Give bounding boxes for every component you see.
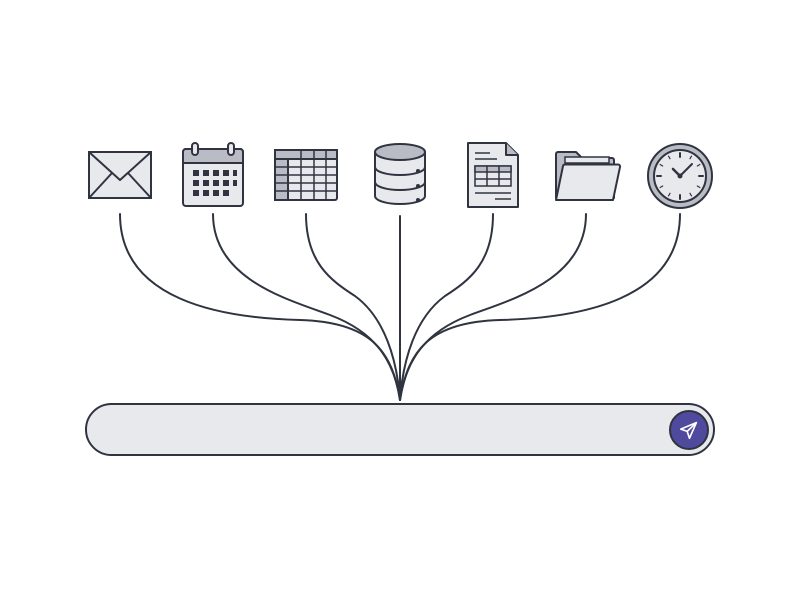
connector-folder (399, 213, 587, 401)
connector-document (399, 213, 494, 401)
prompt-bar (85, 403, 715, 456)
folder-icon (551, 140, 623, 212)
send-button[interactable] (669, 410, 709, 450)
send-arrow-icon (678, 419, 700, 441)
database-icon (364, 140, 436, 212)
document-icon (457, 140, 529, 212)
spreadsheet-icon (270, 140, 342, 212)
calendar-icon (177, 140, 249, 212)
prompt-input[interactable] (111, 413, 655, 448)
envelope-icon (84, 140, 156, 212)
clock-icon (644, 140, 716, 212)
connector-calendar (212, 213, 401, 401)
connector-spreadsheet (305, 213, 401, 401)
connector-clock (399, 213, 681, 401)
connector-mail (119, 213, 401, 401)
